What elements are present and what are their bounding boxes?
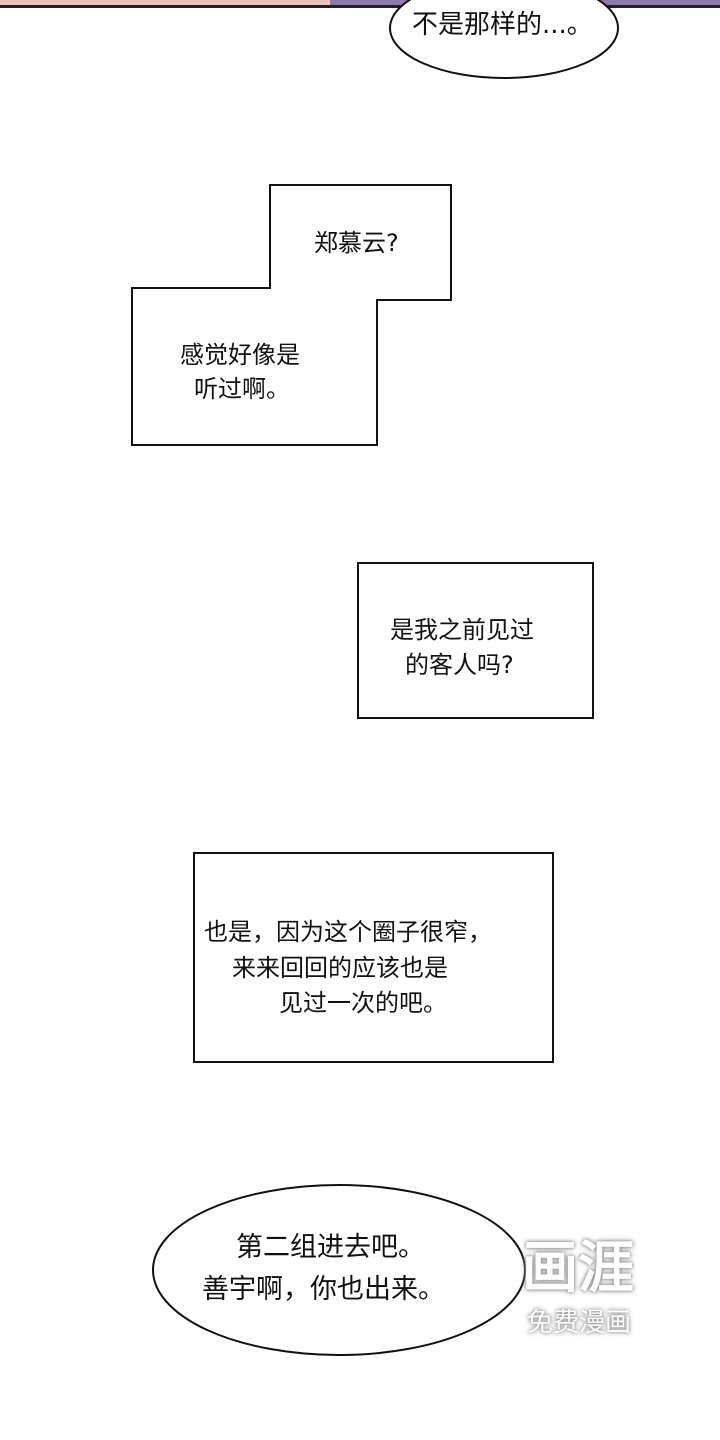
speech-text: 第二组进去吧。	[236, 1232, 425, 1263]
speech-bubble-5-shape	[152, 1184, 526, 1356]
caption-text: 也是，因为这个圈子很窄，	[204, 918, 492, 946]
previous-panel-edge-left	[0, 0, 330, 6]
speech-bubble-1-shape	[389, 0, 619, 79]
caption-text: 郑慕云?	[314, 229, 399, 257]
panel-border	[0, 5, 720, 8]
caption-box-4-shape	[193, 852, 554, 1063]
caption-text: 听过啊。	[194, 375, 290, 403]
caption-text: 见过一次的吧。	[279, 989, 447, 1017]
speech-text: 不是那样的...。	[412, 10, 593, 40]
caption-text: 来来回回的应该也是	[232, 954, 448, 982]
caption-text: 的客人吗?	[405, 651, 514, 679]
caption-box-3-shape	[357, 562, 594, 719]
speech-text: 善宇啊，你也出来。	[202, 1274, 445, 1305]
caption-text: 是我之前见过	[390, 616, 534, 644]
watermark-logo: 画涯	[522, 1236, 634, 1301]
watermark-tagline: 免费漫画	[527, 1308, 632, 1338]
caption-text: 感觉好像是	[180, 341, 300, 369]
caption-box-2-shape	[131, 184, 452, 446]
